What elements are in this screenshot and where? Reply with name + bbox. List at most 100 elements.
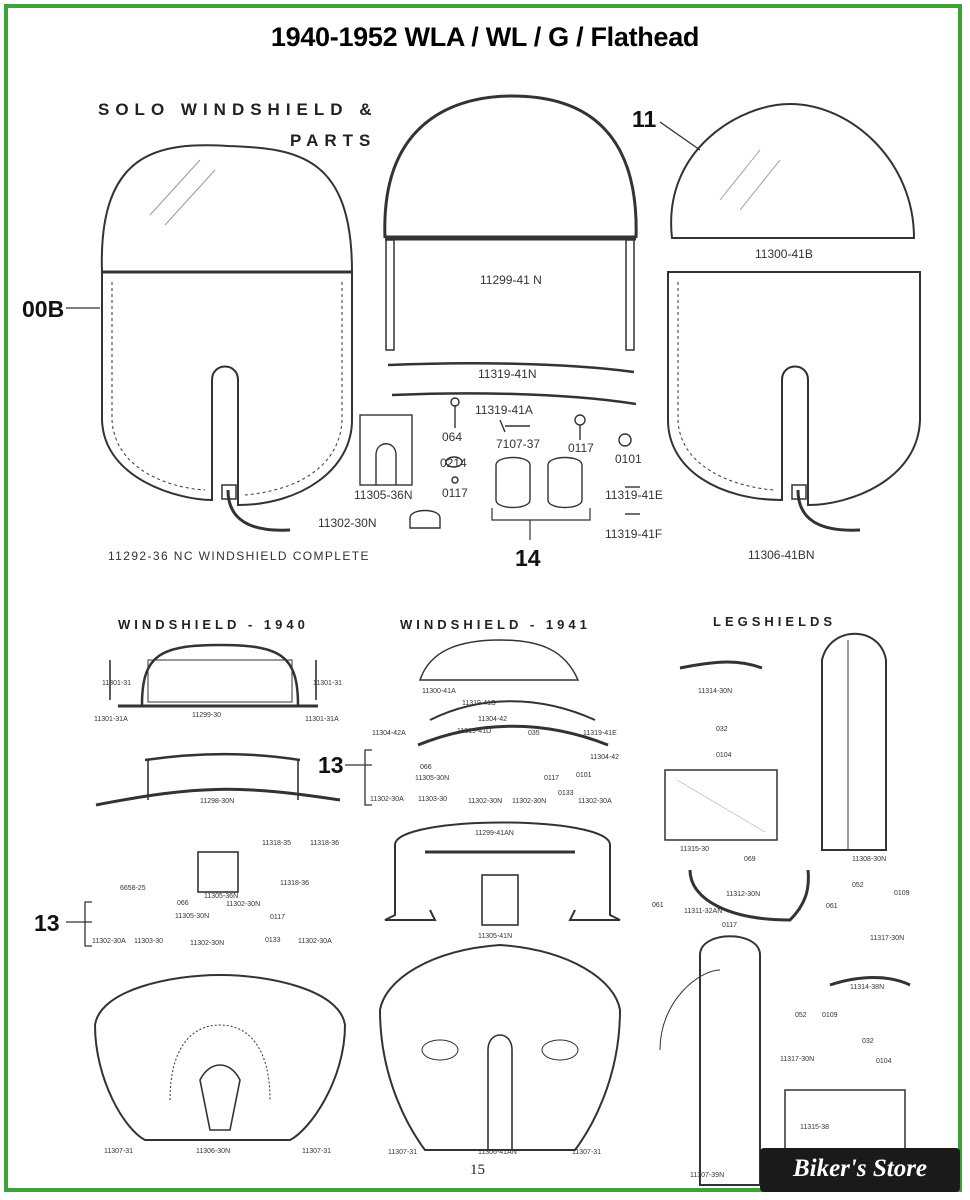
callout-14: 14 xyxy=(515,545,541,571)
part-label: 11301-31 xyxy=(313,680,343,687)
heading-windshield-1941: WINDSHIELD - 1941 xyxy=(400,617,591,632)
part-label: 0133 xyxy=(265,937,281,944)
part-label: 11319-41F xyxy=(605,527,663,541)
part-label: 0133 xyxy=(558,790,574,797)
windshield-1940-drawing xyxy=(93,643,347,1141)
part-label: 11315-30 xyxy=(680,846,710,853)
part-label: 11302-30N xyxy=(318,516,377,530)
part-label: 0104 xyxy=(876,1058,892,1065)
part-label: 11305-36N xyxy=(354,488,413,502)
part-label: 11319-41D xyxy=(457,728,492,735)
part-label: 061 xyxy=(826,903,838,910)
part-label: 052 xyxy=(795,1012,807,1019)
part-label: 035 xyxy=(528,730,540,737)
part-label: 11319-41A xyxy=(475,403,533,417)
windshield-1941-drawing xyxy=(378,639,622,1151)
part-label: 11304-42A xyxy=(372,730,406,737)
part-label: 11317-30N xyxy=(870,935,905,942)
part-label: 0117 xyxy=(270,914,286,921)
part-label: 11319-41E xyxy=(605,488,663,502)
part-label: 6658-25 xyxy=(120,885,146,892)
heading-solo-windshield: SOLO WINDSHIELD & xyxy=(98,100,378,119)
top-hardware-drawing xyxy=(359,397,640,540)
part-label: 11307-39N xyxy=(690,1172,725,1179)
part-label: 11306-41AN xyxy=(478,1149,517,1156)
part-label: 11302-30A xyxy=(578,798,612,805)
callout-13-1940: 13 xyxy=(34,910,60,936)
part-label: 11314-30N xyxy=(698,688,733,695)
part-label: 11319-41N xyxy=(478,367,537,381)
part-label: 11302-30A xyxy=(92,938,126,945)
part-label: 0109 xyxy=(894,890,910,897)
part-label: 11318-36 xyxy=(310,840,340,847)
windshield-complete-drawing xyxy=(100,144,354,532)
part-label: 11299-30 xyxy=(192,712,222,719)
part-label: 11304-42 xyxy=(478,716,508,723)
part-label: 11305-41N xyxy=(478,933,513,940)
part-label: 11315-38 xyxy=(800,1124,830,1131)
legshields-drawing xyxy=(659,632,911,1186)
part-label: 11307-31 xyxy=(388,1149,418,1156)
part-label: 11302-30A xyxy=(370,796,404,803)
part-label: 0101 xyxy=(576,772,592,779)
part-label: 7107-37 xyxy=(496,437,541,451)
part-label: 066 xyxy=(420,764,432,771)
part-label: 11302-30N xyxy=(226,901,261,908)
part-label: 11312-30N xyxy=(726,891,761,898)
page-frame xyxy=(4,4,962,1192)
part-label: 069 xyxy=(744,856,756,863)
part-label: 11314-38N xyxy=(850,984,885,991)
part-label: 11302-30N xyxy=(190,940,225,947)
part-label: 052 xyxy=(852,882,864,889)
part-label-windshield-complete: 11292-36 NC WINDSHIELD COMPLETE xyxy=(108,549,370,563)
callout-00b: 00B xyxy=(22,296,65,322)
part-label: 0117 xyxy=(544,775,560,782)
part-label: 032 xyxy=(716,726,728,733)
logo-text: Biker's Store xyxy=(792,1155,928,1182)
part-label: 11304-42 xyxy=(590,754,620,761)
part-label: 11298-30N xyxy=(200,798,235,805)
windshield-apron-drawing xyxy=(667,271,921,532)
bikers-store-logo: Biker's Store xyxy=(760,1148,960,1192)
part-label: 11317-30N xyxy=(780,1056,815,1063)
heading-windshield-1940: WINDSHIELD - 1940 xyxy=(118,617,309,632)
part-label: 11305-30N xyxy=(415,775,450,782)
part-label: 11319-41B xyxy=(462,700,496,707)
part-label: 11305-36N xyxy=(204,893,239,900)
part-label: 0109 xyxy=(822,1012,838,1019)
part-label: 032 xyxy=(862,1038,874,1045)
windshield-glass-drawing xyxy=(670,102,916,239)
part-label: 11301-31A xyxy=(94,716,128,723)
part-label: 11307-31 xyxy=(572,1149,602,1156)
part-label: 11302-30N xyxy=(468,798,503,805)
part-label: 11308-30N xyxy=(852,856,887,863)
part-label: 11303-30 xyxy=(134,938,164,945)
part-label: 11300-41A xyxy=(422,688,456,695)
part-label: 11299-41 N xyxy=(480,273,542,287)
part-label: 11318-35 xyxy=(262,840,292,847)
part-label: 11300-41B xyxy=(755,247,813,261)
part-label: 064 xyxy=(442,430,463,444)
part-label: 066 xyxy=(177,900,189,907)
part-label: 11311-32AN xyxy=(684,908,723,915)
callout-leaders xyxy=(66,121,701,947)
heading-legshields: LEGSHIELDS xyxy=(713,614,837,629)
callout-11: 11 xyxy=(632,106,657,132)
part-label: 11301-31 xyxy=(102,680,132,687)
callout-13-1941: 13 xyxy=(318,752,344,778)
part-label: 0104 xyxy=(716,752,732,759)
part-label: 0214 xyxy=(440,456,467,470)
part-label: 11301-31A xyxy=(305,716,339,723)
part-label: 11319-41E xyxy=(583,730,617,737)
page-title: 1940-1952 WLA / WL / G / Flathead xyxy=(270,22,700,52)
part-label: 0101 xyxy=(615,452,642,466)
part-label: 11303-30 xyxy=(418,796,448,803)
part-label: 0117 xyxy=(568,441,594,455)
part-label: 11306-41BN xyxy=(748,548,815,562)
part-label: 11302-30N xyxy=(512,798,547,805)
part-label: 11307-31 xyxy=(302,1148,332,1155)
part-label: 11305-30N xyxy=(175,913,210,920)
part-label: 0117 xyxy=(442,486,468,500)
part-label: 11299-41AN xyxy=(475,830,514,837)
